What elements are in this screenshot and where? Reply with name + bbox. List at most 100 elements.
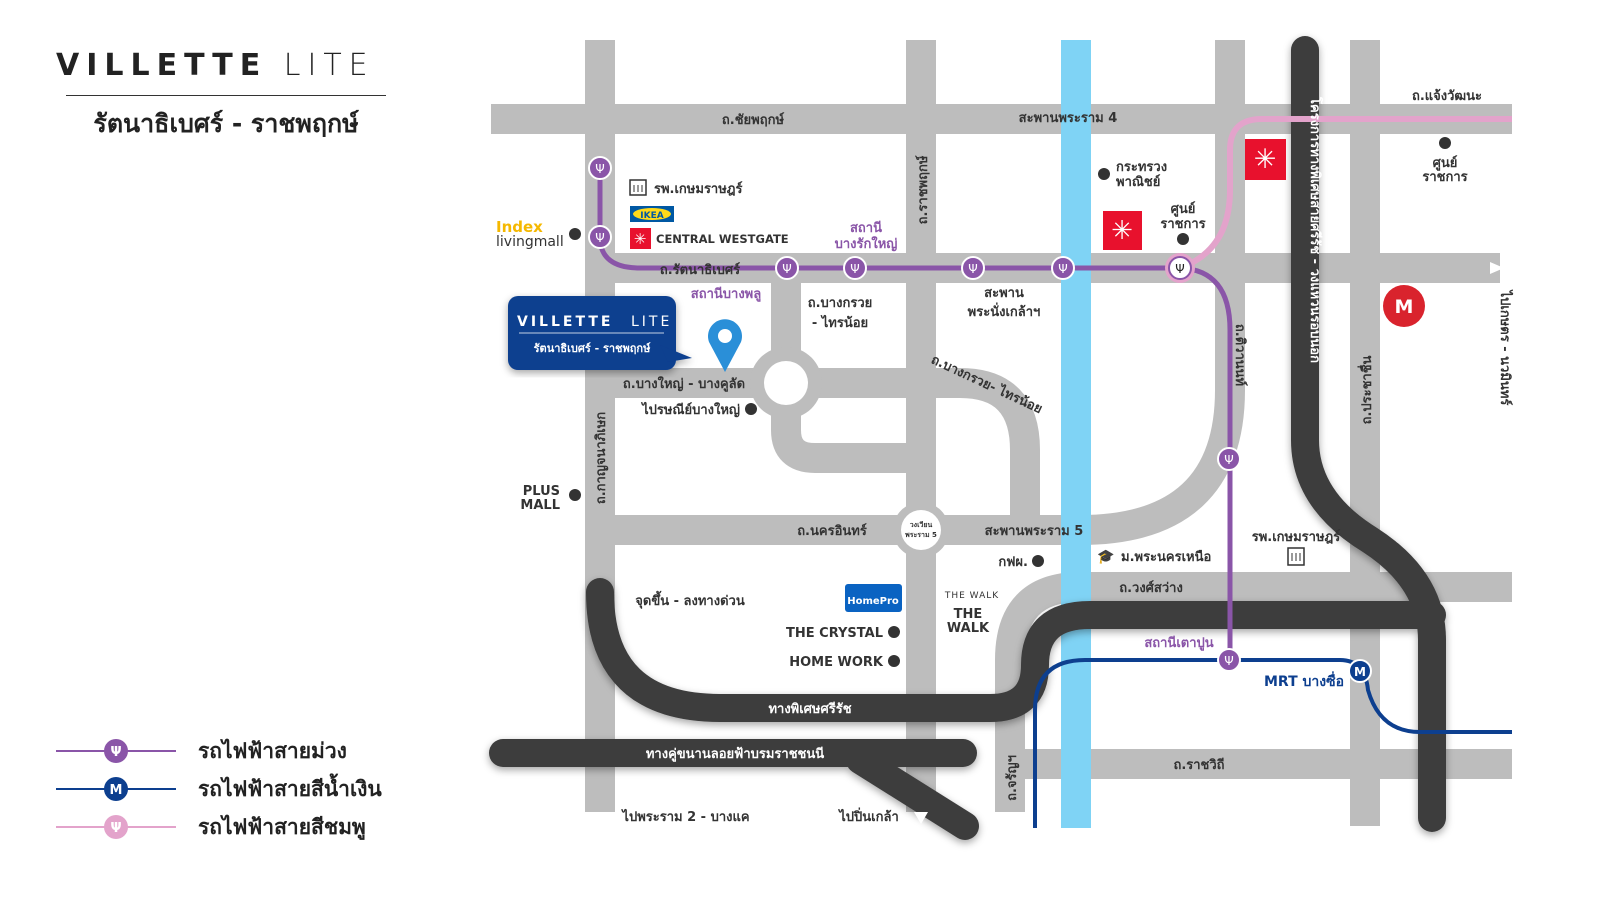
label-station-tao-poon: สถานีเตาปูน (1144, 635, 1213, 651)
road-bangyai-bangkruai (600, 368, 1040, 530)
svg-text:Ψ: Ψ (782, 262, 791, 276)
mrt-bang-sue-icon[interactable]: M (1348, 659, 1372, 683)
label-chaengwattana: ถ.แจ้งวัฒนะ (1412, 88, 1482, 104)
label-to-rama2: ไปพระราม 2 - บางแค (620, 808, 749, 825)
label-rama5-circle-1: วงเวียน (910, 521, 933, 529)
legend-pink-line: Ψ รถไฟฟ้าสายสีชมพู (56, 808, 382, 846)
mrt-blue-line (1033, 658, 1512, 828)
label-rama4-bridge: สะพานพระราม 4 (1019, 111, 1118, 126)
label-rama5-bridge: สะพานพระราม 5 (985, 524, 1084, 539)
label-the-walk-1: THE (954, 607, 983, 622)
station-tao-poon-icon[interactable]: Ψ (1217, 648, 1241, 672)
callout-name-bold: VILLETTE (517, 314, 613, 330)
central-logo-icon: ✳ (1245, 139, 1286, 180)
purple-line (597, 168, 1233, 660)
label-si-rat: ทางพิเศษศรีรัช (768, 701, 851, 717)
expressways (489, 36, 1446, 840)
project-callout[interactable] (508, 296, 692, 370)
roads (491, 40, 1512, 826)
label-nakhon-in: ถ.นครอินทร์ (797, 523, 867, 539)
label-govt-center-a-1: ศูนย์ (1171, 201, 1196, 217)
poi-dot (888, 655, 900, 667)
label-the-crystal: THE CRYSTAL (786, 626, 883, 641)
station-icon[interactable]: Ψ (775, 256, 799, 280)
hospital-icon (629, 179, 647, 196)
the-walk-logo: THE WALK (944, 591, 999, 601)
station-icon[interactable]: Ψ (588, 156, 612, 180)
brand-name-light: LITE (283, 48, 375, 83)
label-ratchawithi: ถ.ราชวิถี (1173, 757, 1224, 773)
svg-text:✳: ✳ (634, 230, 647, 248)
label-charan: ถ.จรัญฯ (1005, 755, 1020, 801)
label-prachachuen: ถ.ประชาชื่น (1357, 355, 1375, 424)
roundabout-rama5-center (901, 510, 941, 550)
index-logo-text: Index (496, 218, 543, 236)
pink-line-station-icon: Ψ (56, 815, 176, 839)
label-kasemrad-hospital-2: รพ.เกษมราษฎร์ (1252, 529, 1341, 545)
label-kasemrad-hospital: รพ.เกษมราษฎร์ (654, 181, 743, 197)
label-home-work: HOME WORK (789, 655, 884, 670)
station-icon[interactable]: Ψ (1051, 256, 1075, 280)
legend-label: รถไฟฟ้าสายม่วง (198, 738, 347, 763)
svg-text:Ψ: Ψ (110, 821, 121, 836)
label-rattanathibet: ถ.รัตนาธิเบศร์ (660, 262, 740, 278)
label-bangkruai-1: ถ.บางกรวย (808, 296, 872, 311)
graduation-cap-icon: 🎓 (1097, 549, 1114, 565)
svg-text:Ψ: Ψ (595, 162, 604, 176)
poi-dot (1439, 137, 1451, 149)
index-logo-subtext: livingmall (496, 234, 564, 250)
svg-text:✳: ✳ (1254, 144, 1277, 175)
legend-purple-line: Ψ รถไฟฟ้าสายม่วง (56, 732, 382, 770)
expressway-pinklao-ramp (846, 746, 979, 840)
location-pin-icon[interactable] (708, 319, 742, 372)
label-plus-mall-1: PLUS (523, 484, 560, 499)
interchange-station-icon[interactable]: Ψ (1165, 253, 1195, 283)
callout-subtitle: รัตนาธิเบศร์ - ราชพฤกษ์ (534, 342, 651, 355)
label-commerce-2: พาณิชย์ (1116, 174, 1160, 190)
station-icon[interactable]: Ψ (961, 256, 985, 280)
label-si-rat-outer: โครงการทางพิเศษสายศรีรัช - วงแหวนรอบนอก (1307, 96, 1324, 363)
expressway-si-rat-outer (1291, 36, 1446, 832)
label-nonthaburi-bridge-2: พระนั่งเกล้าฯ (968, 302, 1041, 320)
svg-text:M: M (110, 783, 123, 798)
legend-blue-line: M รถไฟฟ้าสายสีน้ำเงิน (56, 770, 382, 808)
station-icon[interactable]: Ψ (1217, 447, 1241, 471)
purple-stations: Ψ Ψ Ψ Ψ Ψ Ψ Ψ Ψ Ψ (588, 156, 1241, 672)
road-bangkruai-link (771, 268, 921, 473)
svg-text:Ψ: Ψ (1224, 654, 1233, 668)
poi-dot (1032, 555, 1044, 567)
label-tiwanon: ถ.ติวานนท์ (1232, 324, 1248, 386)
label-govt-center-b-1: ศูนย์ (1433, 155, 1458, 171)
poi-dot (1177, 233, 1189, 245)
homepro-logo-text: HomePro (847, 596, 899, 607)
ikea-logo: IKEA (630, 206, 674, 222)
central-logo-icon: ✳ (630, 228, 651, 249)
label-govt-center-a-2: ราชการ (1160, 217, 1205, 232)
svg-text:Ψ: Ψ (110, 745, 121, 760)
label-mrt-bang-sue: MRT บางซื่อ (1264, 671, 1344, 690)
label-commerce-1: กระทรวง (1116, 160, 1167, 175)
brand-name-bold: VILLETTE (56, 48, 268, 83)
label-station-bang-phlu: สถานีบางพลู (691, 286, 761, 302)
road-tiwanon-nakhon-in (600, 40, 1245, 545)
label-plus-mall-2: MALL (520, 498, 560, 513)
poi-dot (569, 228, 581, 240)
central-logo-icon: ✳ (1103, 211, 1142, 250)
poi-dot (888, 626, 900, 638)
label-chaiyaphruek: ถ.ชัยพฤกษ์ (722, 112, 785, 128)
label-bangkruai-2: - ไทรน้อย (812, 314, 868, 331)
roundabout-bangyai (750, 347, 822, 419)
svg-text:Ψ: Ψ (850, 262, 859, 276)
label-bangyai-post: ไปรษณีย์บางใหญ่ (640, 401, 740, 418)
ikea-logo-text: IKEA (640, 211, 663, 221)
label-rama5-circle-2: พระราม 5 (905, 531, 937, 539)
arrow-down-icon (593, 812, 607, 824)
label-kmutnb: ม.พระนครเหนือ (1121, 549, 1211, 565)
poi-dot (745, 403, 757, 415)
station-icon[interactable]: Ψ (843, 256, 867, 280)
label-kanchanaphisek: ถ.กาญจนาภิเษก (594, 412, 609, 504)
brand-subtitle: รัตนาธิเบศร์ - ราชพฤกษ์ (93, 109, 359, 138)
station-icon[interactable]: Ψ (588, 225, 612, 249)
label-bangkruai-curve: ถ.บางกรวย- ไทรน้อย (929, 351, 1046, 417)
callout-name-light: LITE (631, 314, 672, 330)
